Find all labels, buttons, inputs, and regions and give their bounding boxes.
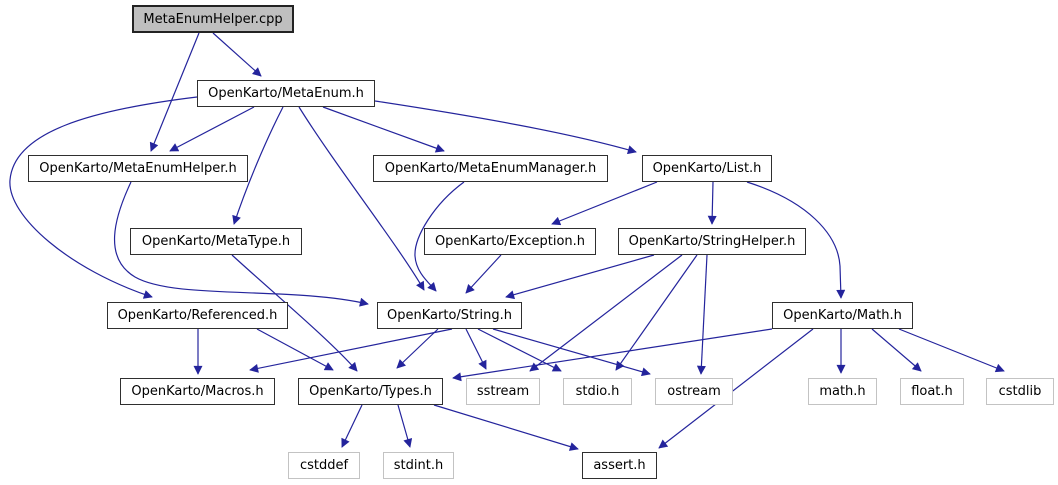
node-metatype-h[interactable]: OpenKarto/MetaType.h [130, 228, 302, 255]
edge-types-h-to-stdint-h [397, 404, 413, 448]
node-cstdlib: cstdlib [986, 378, 1054, 405]
edge-metaenum-h-to-metaenummanager-h [322, 106, 445, 153]
edge-math-h-openkarto-to-assert-h [658, 328, 814, 449]
node-list-h[interactable]: OpenKarto/List.h [642, 155, 772, 182]
edge-metaenum-h-to-string-h [298, 106, 425, 291]
edge-metatype-h-to-types-h [231, 254, 358, 372]
edge-metaenumhelper-cpp-to-metaenum-h [212, 32, 262, 77]
node-assert-h[interactable]: assert.h [582, 452, 657, 479]
edge-metaenumhelper-cpp-to-metaenumhelper-h [149, 32, 200, 152]
edge-metaenumhelper-h-to-string-h [113, 181, 369, 307]
node-metaenumhelper-cpp: MetaEnumHelper.cpp [132, 5, 294, 33]
edge-list-h-to-stringhelper-h [707, 181, 717, 225]
node-stdint-h: stdint.h [383, 452, 454, 479]
edge-metaenum-h-to-metatype-h [232, 106, 284, 225]
edge-stringhelper-h-to-ostream [696, 254, 708, 375]
node-cstddef: cstddef [288, 452, 360, 479]
node-math-h-openkarto[interactable]: OpenKarto/Math.h [772, 302, 913, 329]
edge-referenced-h-to-types-h [256, 328, 334, 371]
node-ostream: ostream [655, 378, 733, 405]
edge-metaenum-h-to-metaenumhelper-h [169, 106, 255, 152]
node-metaenum-h[interactable]: OpenKarto/MetaEnum.h [197, 80, 375, 107]
edge-stringhelper-h-to-sstream [529, 254, 683, 372]
edge-math-h-openkarto-to-types-h [452, 328, 773, 382]
edge-string-h-to-ostream [492, 328, 651, 377]
edge-exception-h-to-string-h [465, 254, 502, 294]
edge-string-h-to-macros-h [249, 328, 453, 373]
edge-string-h-to-sstream [465, 328, 487, 370]
edge-list-h-to-exception-h [551, 181, 658, 226]
node-exception-h[interactable]: OpenKarto/Exception.h [424, 228, 596, 255]
edge-math-h-openkarto-to-float-h [871, 328, 922, 372]
node-stringhelper-h[interactable]: OpenKarto/StringHelper.h [618, 228, 806, 255]
node-referenced-h[interactable]: OpenKarto/Referenced.h [107, 302, 288, 329]
edge-string-h-to-types-h [396, 328, 439, 369]
edge-metaenum-h-to-list-h [374, 100, 637, 155]
edge-types-h-to-assert-h [433, 404, 579, 451]
node-metaenumhelper-h[interactable]: OpenKarto/MetaEnumHelper.h [28, 155, 248, 182]
edge-string-h-to-stdio-h [477, 328, 562, 372]
edge-metaenum-h-to-referenced-h [9, 96, 198, 299]
node-stdio-h: stdio.h [563, 378, 632, 405]
edge-metaenummanager-h-to-string-h [414, 181, 465, 292]
node-float-h: float.h [900, 378, 964, 405]
edge-stringhelper-h-to-stdio-h [615, 254, 698, 371]
node-types-h[interactable]: OpenKarto/Types.h [298, 378, 443, 405]
edge-list-h-to-math-h-openkarto [746, 181, 846, 299]
node-math-h-std: math.h [808, 378, 877, 405]
edge-math-h-openkarto-to-cstdlib [898, 328, 1005, 373]
node-metaenummanager-h[interactable]: OpenKarto/MetaEnumManager.h [373, 155, 608, 182]
edge-stringhelper-h-to-string-h [505, 254, 655, 300]
node-string-h[interactable]: OpenKarto/String.h [377, 302, 522, 329]
node-macros-h[interactable]: OpenKarto/Macros.h [120, 378, 275, 405]
edge-types-h-to-cstddef [341, 404, 363, 448]
node-sstream: sstream [466, 378, 540, 405]
